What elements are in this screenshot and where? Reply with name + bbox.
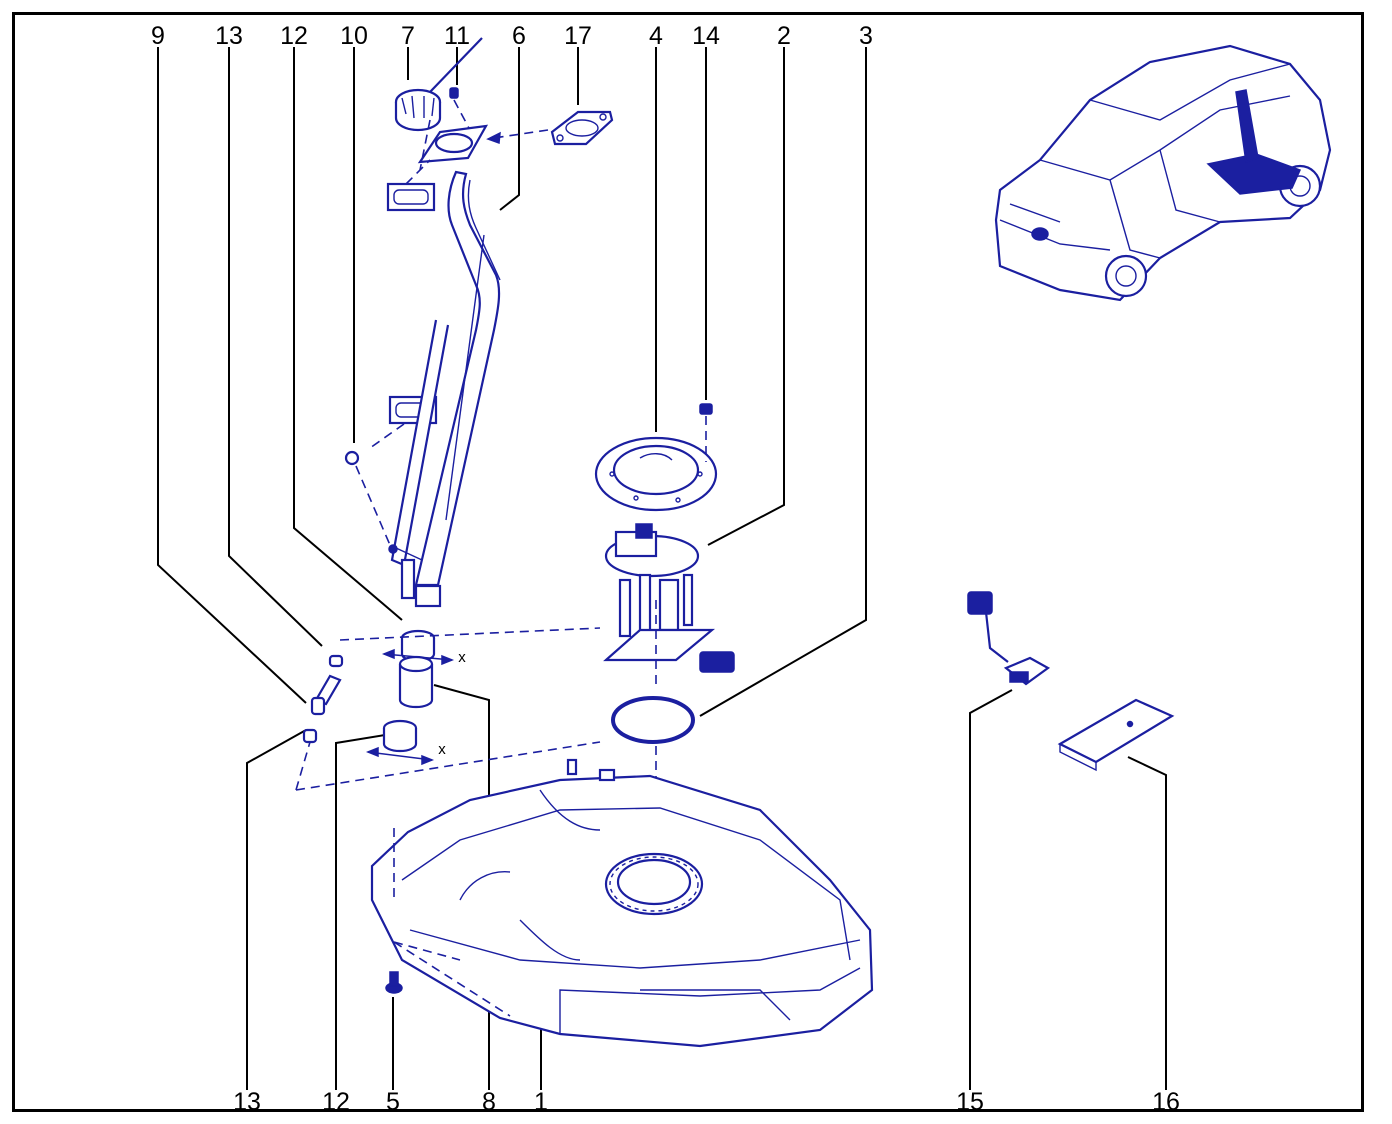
- fuel-pump-module-icon: [603, 523, 735, 690]
- callout-1: 1: [534, 1088, 548, 1116]
- fuel-level-sensor-icon: [967, 591, 1051, 686]
- filler-neck-flange-icon: [417, 119, 489, 171]
- callout-14: 14: [692, 22, 720, 50]
- dimension-x-label: x: [458, 649, 466, 666]
- callout-4: 4: [649, 22, 663, 50]
- callout-2: 2: [777, 22, 791, 50]
- callout-9: 9: [151, 22, 165, 50]
- cap-clip-icon: [449, 87, 471, 131]
- callout-5: 5: [386, 1088, 400, 1116]
- hose-clamp-icon-2: [382, 719, 418, 753]
- callouts-top: 9 13 12 10 7 11 6 17 4 14 2 3: [151, 22, 873, 50]
- pipe-clip-icon: [344, 450, 391, 546]
- callout-8: 8: [482, 1088, 496, 1116]
- filler-hose-icon: [398, 655, 434, 709]
- label-plate-icon: [386, 159, 436, 212]
- leader-lines: [157, 47, 1167, 1090]
- callout-12-top: 12: [280, 22, 308, 50]
- callout-13-bottom: 13: [233, 1088, 261, 1116]
- callout-16: 16: [1152, 1088, 1180, 1116]
- callout-7: 7: [401, 22, 415, 50]
- filler-pipe-icon: [388, 170, 501, 608]
- filler-cap-icon: [394, 37, 483, 132]
- dimension-marks: x x: [365, 648, 466, 766]
- callout-12-bottom: 12: [322, 1088, 350, 1116]
- dimension-x-label-2: x: [438, 741, 446, 758]
- callout-17: 17: [564, 22, 592, 50]
- callouts-bottom: 13 12 5 8 1 15 16: [233, 1088, 1180, 1116]
- bolt-icon: [385, 971, 403, 994]
- vent-hose-icon: [295, 627, 601, 791]
- callout-15: 15: [956, 1088, 984, 1116]
- screw-icon: [699, 403, 713, 462]
- pump-retaining-ring-icon: [594, 436, 718, 512]
- callout-6: 6: [512, 22, 526, 50]
- gasket-icon: [486, 110, 614, 146]
- callout-3: 3: [859, 22, 873, 50]
- car-locator-icon: [994, 44, 1332, 302]
- callout-10: 10: [340, 22, 368, 50]
- callout-11: 11: [444, 22, 470, 50]
- fuel-tank-icon: [370, 758, 874, 1048]
- callout-13-top: 13: [215, 22, 243, 50]
- heat-shield-plate-icon: [1057, 698, 1175, 772]
